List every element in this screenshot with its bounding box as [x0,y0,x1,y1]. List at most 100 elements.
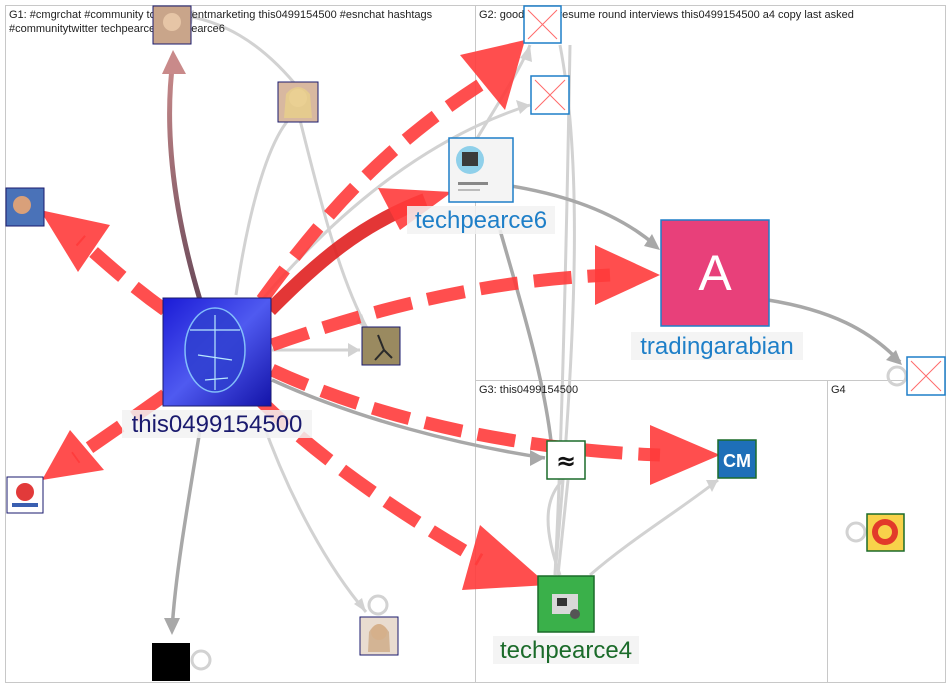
edge-light [546,478,565,576]
cross [527,9,558,40]
face [163,13,181,31]
edge-gray [767,298,902,364]
arrowhead [706,480,718,492]
hair [368,624,390,652]
cross [910,360,942,392]
approx-logo-avatar-icon [546,440,586,480]
arrowhead [886,350,902,365]
edge-red [71,389,169,464]
self-loop [367,594,389,616]
edge-light [260,419,368,613]
profile-card-avatar-icon [448,137,514,203]
group-boxes [5,5,946,683]
arrowhead [42,430,104,480]
self-loops [190,365,908,671]
group-g3-label: G3: this0499154500 [479,384,578,396]
arrowhead [40,210,110,272]
robot-screen [557,598,567,606]
node-label-techpearce6: techpearce6 [415,207,547,234]
cm-logo-avatar-icon [717,439,757,479]
self-loop [190,649,212,671]
gray-edges [170,183,902,631]
group-g4-box [827,380,946,683]
label-bg [631,332,803,360]
self-loop [845,521,867,543]
edge-red [269,268,611,352]
node-techpearce4[interactable] [537,575,595,633]
node-cm[interactable]: CM [717,439,757,479]
edge-light [556,479,570,576]
edge-gray [170,429,202,631]
avatar-initial: A [698,245,732,301]
edge-gray [271,378,546,460]
arrowhead [644,234,660,250]
node-tradingarabian[interactable]: A [660,219,770,327]
face-lines [190,315,240,390]
node-broken-image-3[interactable] [906,356,946,396]
node-left-avatar[interactable] [5,187,45,227]
node-this0499154500[interactable] [162,297,272,407]
node-dancer-avatar[interactable] [361,326,401,366]
gray-arrowheads [164,234,902,635]
letter-avatar-icon [660,219,770,327]
group-g4-label: G4 [831,384,846,396]
group-g1-label-line2: #communitytwitter techpearce4 techpearce… [9,23,225,35]
edge-light [553,44,572,576]
edge-red [75,235,169,316]
approx-glyph: ≈ [556,447,576,475]
node-approx[interactable]: ≈ [546,440,586,480]
arrowhead [348,343,360,357]
face [13,196,31,214]
edge-gray [504,183,657,247]
self-loop [886,365,908,387]
arrowhead [530,450,545,466]
cm-text: CM [723,451,751,471]
logo-inner [878,525,892,539]
arrowhead [354,598,366,612]
hair [284,87,312,118]
node-top-left-avatar[interactable] [152,5,192,45]
node-label-tradingarabian: tradingarabian [640,333,793,360]
edge-gradient [167,59,203,301]
node-woman-avatar[interactable] [359,616,399,656]
node-label-techpearce4: techpearce4 [500,637,632,664]
label-bg [493,636,639,664]
arrowhead [162,50,186,74]
logo-text-bar [12,503,38,507]
arrowhead [595,245,660,305]
arrowhead [516,100,530,114]
blank-avatar-icon [152,643,190,681]
arrowhead [164,618,180,635]
edge-light [234,116,292,296]
node-broken-image-2[interactable] [530,75,570,115]
group-g1-label: G1: #cmgrchat #community top #contentmar… [9,9,433,21]
edge-light [298,119,370,331]
node-community-logo[interactable] [6,476,44,514]
arrowhead [650,425,720,485]
node-broken-image-1[interactable] [523,5,562,44]
node-label-this0499154500: this0499154500 [132,411,303,438]
node-g4-fire[interactable] [866,513,905,552]
robot-wheel [570,609,580,619]
avatar-robot [462,152,478,166]
label-bg [122,410,312,438]
edge-light [589,478,719,577]
group-g2-label: G2: good paper resume round interviews t… [479,9,854,21]
edge-red [269,364,661,462]
node-black-square[interactable] [152,643,190,681]
red-arrowheads [40,40,720,590]
logo-mark [16,483,34,501]
person-avatar-icon [361,326,401,366]
edge-gray [498,229,554,451]
edge-light [179,13,302,91]
card-line [458,189,480,191]
label-bg [407,206,555,234]
arrowhead [462,525,548,590]
node-blonde-avatar[interactable] [277,81,319,123]
arrowhead [460,40,525,110]
figure [374,334,393,361]
arrowhead [520,45,532,62]
cross [534,79,566,111]
node-techpearce6[interactable] [448,137,514,203]
